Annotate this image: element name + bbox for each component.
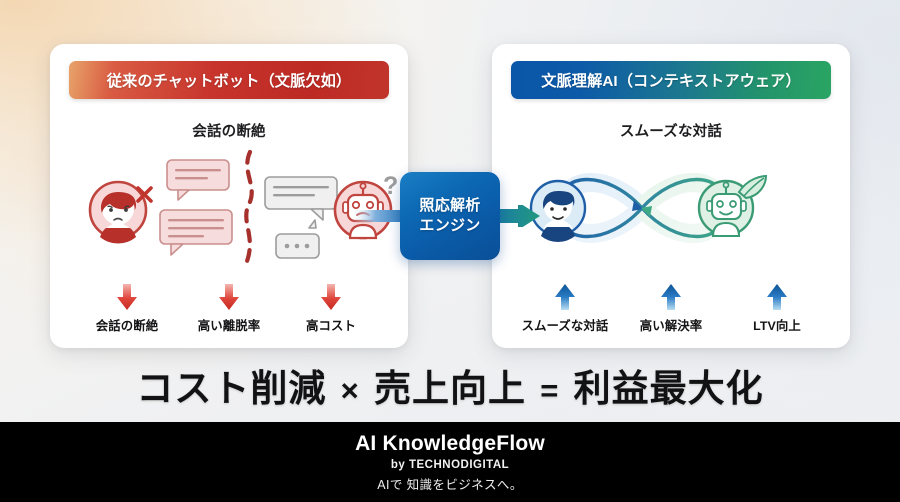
confused-person-avatar-icon — [88, 180, 148, 244]
context-ai-header: 文脈理解AI（コンテキストアウェア） — [511, 61, 831, 99]
smiling-person-avatar-icon — [529, 179, 587, 243]
tagline-part-profit: 利益最大化 — [573, 368, 764, 409]
value-equation-tagline: コスト削減 × 売上向上 = 利益最大化 — [0, 358, 900, 412]
metric-label: 高コスト — [306, 319, 356, 333]
metric-item: 高い解決率 — [618, 282, 724, 334]
conversation-break-divider-icon — [243, 149, 254, 267]
metric-label: 会話の断絶 — [95, 319, 159, 333]
legacy-chatbot-header: 従来のチャットボット（文脈欠如） — [69, 61, 389, 99]
up-arrow-icon — [767, 284, 787, 310]
legacy-chatbot-metrics: 会話の断絶 高い離脱率 高コスト — [50, 282, 408, 334]
engine-label-line2: エンジン — [419, 217, 481, 234]
down-arrow-icon — [117, 284, 137, 310]
down-arrow-icon — [219, 284, 239, 310]
up-arrow-icon — [661, 284, 681, 310]
happy-robot-avatar-icon — [697, 179, 755, 238]
footer-bar: AI KnowledgeFlow by TECHNODIGITAL AIで 知識… — [0, 422, 900, 502]
anaphora-resolution-engine-box: 照応解析 エンジン — [400, 172, 500, 260]
tagline-part-cost: コスト削減 — [136, 368, 327, 409]
bot-message-bubble — [264, 176, 338, 221]
up-arrow-icon — [555, 284, 575, 310]
legacy-chatbot-card: 従来のチャットボット（文脈欠如） 会話の断絶 — [50, 44, 408, 348]
svg-text:?: ? — [383, 172, 398, 200]
metric-label: LTV向上 — [753, 319, 801, 333]
metric-item: 会話の断絶 — [76, 282, 178, 334]
bot-typing-bubble — [275, 219, 320, 259]
question-mark-icon: ? — [383, 172, 398, 200]
metric-item: 高い離脱率 — [178, 282, 280, 334]
engine-label-line1: 照応解析 — [419, 197, 481, 215]
context-ai-subtitle: スムーズな対話 — [619, 124, 723, 140]
legacy-chatbot-subtitle: 会話の断絶 — [192, 124, 266, 140]
tagline-operator-multiply: × — [340, 373, 360, 408]
metric-label: スムーズな対話 — [521, 319, 609, 333]
metric-label: 高い離脱率 — [197, 319, 261, 333]
metric-item: 高コスト — [280, 282, 382, 334]
leaf-icon — [737, 174, 768, 200]
context-ai-metrics: スムーズな対話 高い解決率 LTV向上 — [492, 282, 850, 334]
down-arrow-icon — [321, 284, 341, 310]
engine-connector — [352, 202, 548, 230]
brand-byline: by TECHNODIGITAL — [390, 458, 510, 471]
brand-name: AI KnowledgeFlow — [355, 431, 545, 455]
x-mark-icon — [136, 186, 153, 203]
user-message-bubble — [166, 159, 230, 201]
brand-slogan: AIで 知識をビジネスへ。 — [377, 477, 523, 492]
context-ai-illustration — [492, 148, 850, 268]
metric-label: 高い解決率 — [639, 319, 703, 333]
metric-item: スムーズな対話 — [512, 282, 618, 334]
tagline-operator-equals: = — [540, 373, 560, 408]
metric-item: LTV向上 — [724, 282, 830, 334]
legacy-chatbot-illustration: ? — [50, 148, 408, 268]
user-message-bubble — [159, 209, 233, 256]
tagline-part-revenue: 売上向上 — [374, 368, 526, 409]
context-ai-card: 文脈理解AI（コンテキストアウェア） スムーズな対話 — [492, 44, 850, 348]
